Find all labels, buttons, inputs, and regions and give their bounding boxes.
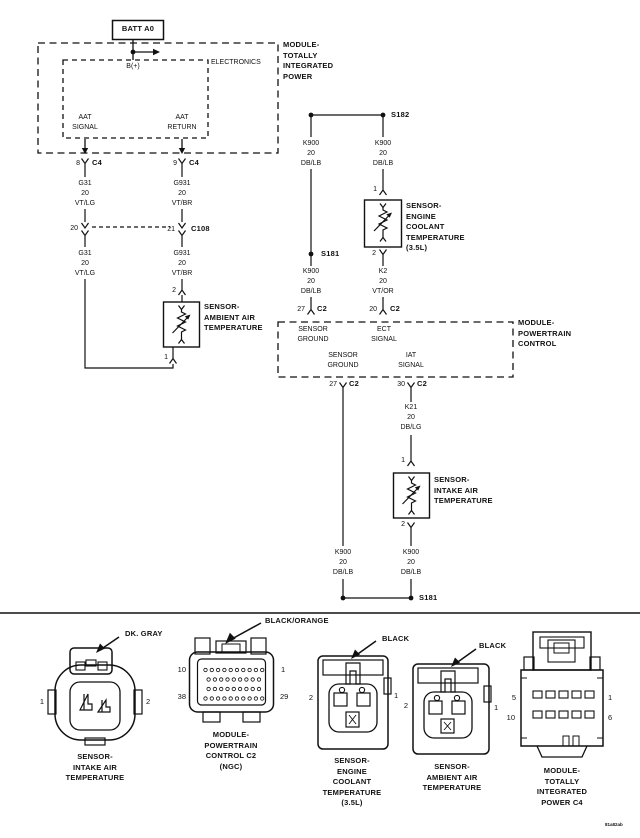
wire-k2: K2 20 VT/OR <box>372 267 394 297</box>
iat-connector-name: SENSOR- INTAKE AIR TEMPERATURE <box>65 752 125 782</box>
pin-8-label: 8 <box>76 160 80 167</box>
wire-k900-5: K900 20 DB/LB <box>400 548 422 578</box>
dk-gray-arrowhead <box>96 643 105 653</box>
ect-sensor-label: SENSOR- ENGINE COOLANT TEMPERATURE (3.5L… <box>406 201 465 252</box>
tipm-c4-connector-drawing <box>520 631 604 758</box>
pcm-pin-20-top-label: 20 <box>369 306 377 313</box>
tipm-c4-pin-1: 1 <box>608 693 613 702</box>
ect-connector-name: SENSOR- ENGINE COOLANT TEMPERATURE (3.5L… <box>322 756 382 807</box>
tipm-c4-pin-6: 6 <box>608 713 613 722</box>
aat-signal-label: AAT SIGNAL <box>72 114 98 131</box>
connector-c108-label: C108 <box>191 224 210 233</box>
wire-k900-4: K900 20 DB/LB <box>332 548 354 578</box>
connector-c4-label: C4 <box>189 158 199 167</box>
iat-connector-color: DK. GRAY <box>125 629 163 638</box>
connector-c4-label: C4 <box>92 158 102 167</box>
ect-pin-1-label: 1 <box>373 186 377 193</box>
aat-connector-pin-1: 1 <box>494 703 499 712</box>
splice-s181-upper-label: S181 <box>321 249 340 258</box>
splice-s181-lower-label: S181 <box>419 593 438 602</box>
ect-black-arrowhead <box>351 649 360 659</box>
b-plus-label: B(+) <box>126 63 140 70</box>
aat-black-arrowhead <box>451 657 460 667</box>
splice-s182-label: S182 <box>391 110 410 119</box>
tipm-arrows <box>81 48 186 154</box>
wire-g931-lower: G931 20 VT/BR <box>171 249 193 279</box>
pcm-connector-pin-1: 1 <box>281 665 286 674</box>
iat-sensor-label: SENSOR- INTAKE AIR TEMPERATURE <box>434 475 493 505</box>
ect-connector-pin-1: 1 <box>394 691 399 700</box>
pcm-ect-signal: ECT SIGNAL <box>371 326 397 343</box>
aat-pin-2-label: 2 <box>172 287 176 294</box>
mid-branch-wires <box>307 114 403 315</box>
batt-feed-label: BATT A0 <box>121 24 155 33</box>
tipm-module-label: MODULE- TOTALLY INTEGRATED POWER <box>283 40 334 81</box>
wire-k900-1: K900 20 DB/LB <box>300 139 322 169</box>
pcm-c2-connector-drawing <box>188 622 275 723</box>
pcm-pin-30-label: 30 <box>397 381 405 388</box>
connector-c2-label: C2 <box>317 304 327 313</box>
pcm-sensor-ground-top: SENSOR GROUND <box>297 326 329 343</box>
iat-junction-dots <box>340 485 421 601</box>
pin-20-label: 20 <box>70 225 78 232</box>
ect-connector-color: BLACK <box>382 634 410 643</box>
connector-c2-label: C2 <box>349 379 359 388</box>
figure-code: 81a82ab <box>605 822 623 827</box>
pcm-connector-name: MODULE- POWERTRAIN CONTROL C2 (NGC) <box>204 730 258 771</box>
pcm-pin-27-bottom-label: 27 <box>329 381 337 388</box>
left-branch-wires <box>81 158 201 369</box>
pcm-c2-pin-holes <box>203 632 265 701</box>
ect-connector-pin-2: 2 <box>308 693 313 702</box>
aat-return-label: AAT RETURN <box>167 114 197 131</box>
connector-c2-label: C2 <box>417 379 427 388</box>
tipm-c4-pin-10: 10 <box>506 713 515 722</box>
pcm-connector-pin-38: 38 <box>177 692 186 701</box>
aat-pin-1-label: 1 <box>164 354 168 361</box>
wire-k900-2: K900 20 DB/LB <box>372 139 394 169</box>
aat-sensor-label: SENSOR- AMBIENT AIR TEMPERATURE <box>204 302 263 332</box>
pin-9-label: 9 <box>173 160 177 167</box>
pin-21-label: 21 <box>167 226 175 233</box>
tipm-c4-connector-name: MODULE- TOTALLY INTEGRATED POWER C4 <box>536 766 588 807</box>
wire-k21: K21 20 DB/LG <box>400 403 422 433</box>
iat-connector-drawing <box>47 636 143 746</box>
tipm-c4-pin-5: 5 <box>511 693 516 702</box>
iat-pin-1-label: 1 <box>401 457 405 464</box>
tipm-block <box>37 19 279 154</box>
pcm-sensor-ground-bottom: SENSOR GROUND <box>327 352 359 369</box>
wire-g31-lower: G31 20 VT/LG <box>74 249 96 279</box>
aat-connector-name: SENSOR- AMBIENT AIR TEMPERATURE <box>422 762 482 792</box>
wire-k900-3: K900 20 DB/LB <box>300 267 322 297</box>
ect-pin-2-label: 2 <box>372 250 376 257</box>
electronics-label: ELECTRONICS <box>211 59 261 66</box>
pcm-pin-27-top-label: 27 <box>297 306 305 313</box>
pcm-module-label: MODULE- POWERTRAIN CONTROL <box>518 318 572 348</box>
pcm-connector-color: BLACK/ORANGE <box>265 616 329 625</box>
aat-connector-pin-2: 2 <box>403 701 408 710</box>
pcm-box <box>277 321 514 378</box>
connector-c2-label: C2 <box>390 304 400 313</box>
wire-g31-upper: G31 20 VT/LG <box>74 179 96 209</box>
iat-pin-2-label: 2 <box>401 521 405 528</box>
iat-connector-pin-1: 1 <box>39 697 44 706</box>
iat-connector-pin-2: 2 <box>146 697 151 706</box>
iat-branch-wires <box>339 382 431 599</box>
mid-junction-dots <box>308 112 392 257</box>
pcm-connector-pin-29: 29 <box>280 692 289 701</box>
pcm-connector-pin-10: 10 <box>177 665 186 674</box>
wire-g931-upper: G931 20 VT/BR <box>171 179 193 209</box>
aat-connector-color: BLACK <box>479 641 507 650</box>
pcm-iat-signal: IAT SIGNAL <box>398 352 424 369</box>
aat-thermistor-arrowhead <box>184 314 191 320</box>
